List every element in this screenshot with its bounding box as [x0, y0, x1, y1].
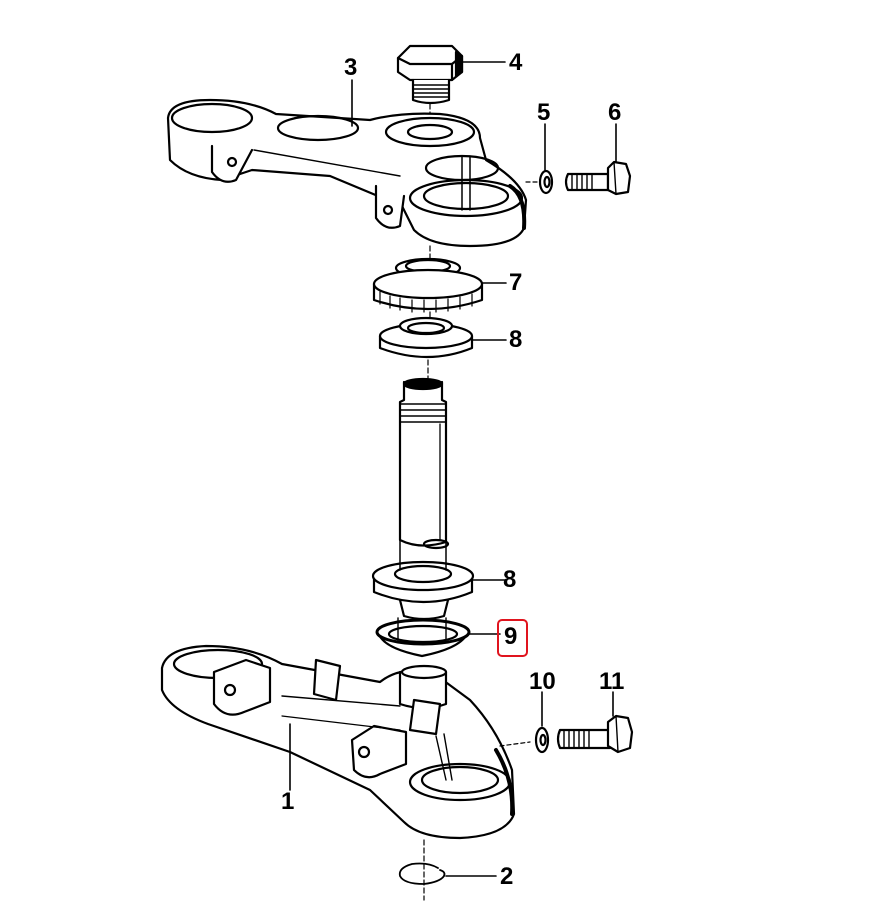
highlight-box: [497, 619, 528, 657]
steering-stem: [398, 377, 450, 550]
lower-triple-clamp: [160, 644, 516, 840]
washer-lower: [534, 726, 550, 754]
upper-triple-clamp: [166, 98, 528, 248]
washer-upper: [538, 169, 554, 195]
callout-1[interactable]: 1: [281, 788, 295, 815]
clamp-bolt-lower: [556, 714, 634, 754]
bearing-lower: [371, 539, 475, 621]
callout-10[interactable]: 10: [529, 668, 556, 695]
stem-cap-bolt: [396, 44, 464, 105]
callout-7[interactable]: 7: [509, 269, 523, 296]
callout-4[interactable]: 4: [509, 49, 523, 76]
dust-seal-cup: [375, 617, 471, 658]
clamp-bolt-upper: [564, 160, 632, 196]
callout-2[interactable]: 2: [500, 863, 514, 890]
bearing-upper: [378, 316, 474, 359]
callout-8-upper[interactable]: 8: [509, 326, 523, 353]
callout-3[interactable]: 3: [344, 54, 358, 81]
callout-11[interactable]: 11: [599, 668, 625, 695]
callout-8-lower[interactable]: 8: [503, 566, 517, 593]
adjusting-ring-nut: [372, 257, 484, 313]
callout-6[interactable]: 6: [608, 99, 622, 126]
callout-5[interactable]: 5: [537, 99, 551, 126]
circlip: [398, 862, 446, 885]
callout-9[interactable]: 9: [504, 623, 518, 650]
